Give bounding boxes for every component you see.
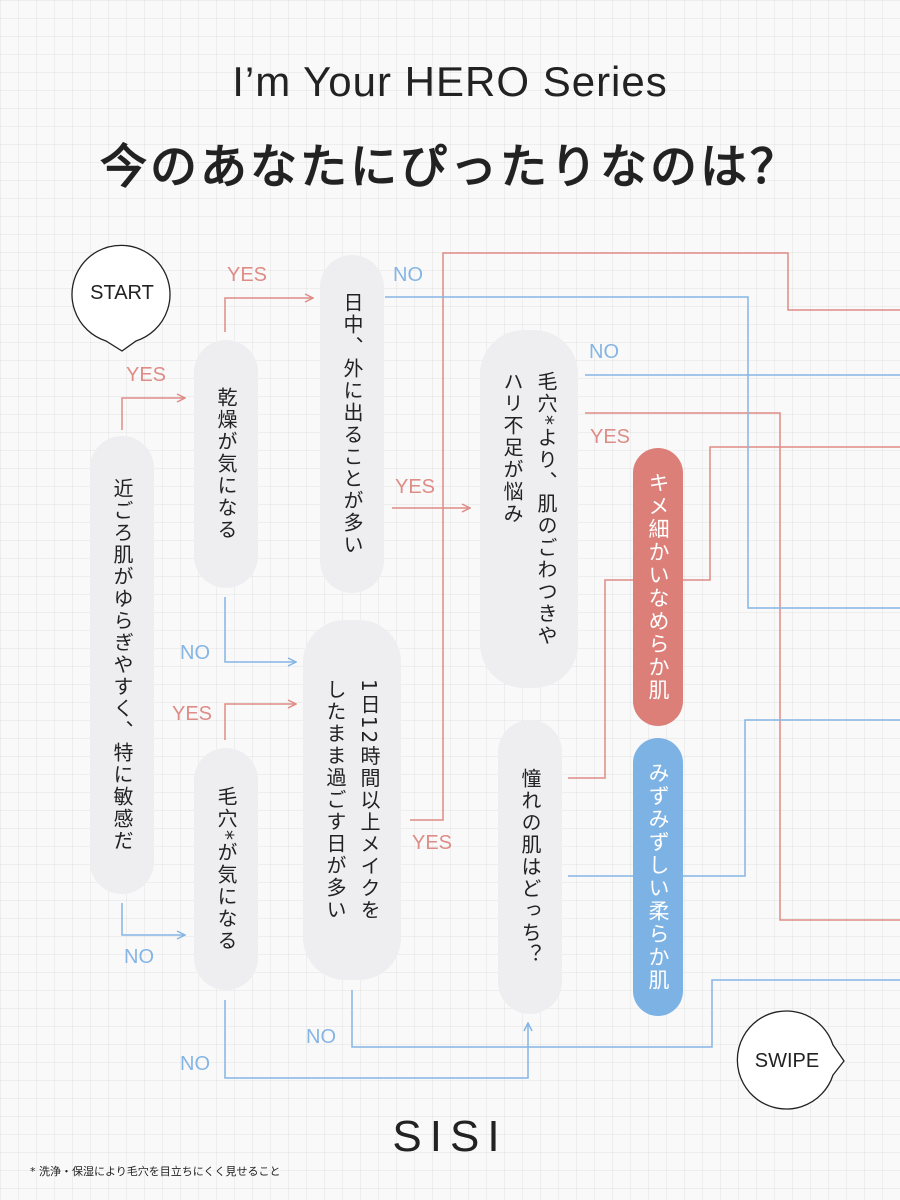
node-q3-text: 毛穴*が気になる bbox=[214, 786, 238, 952]
series-title: I’m Your HERO Series bbox=[232, 58, 668, 105]
result-smooth-skin-text: キメ細かいなめらか肌 bbox=[646, 472, 670, 702]
node-q5: 1日12時間以上メイクを したまま過ごす日が多い bbox=[303, 620, 401, 980]
node-q6-text: 毛穴*より、肌のごわつきや ハリ不足が悩み bbox=[500, 371, 558, 647]
node-q7: 憧れの肌はどっち？ bbox=[498, 720, 562, 1014]
yes-label-q1: YES bbox=[126, 364, 167, 386]
footnote: * 洗浄・保湿により毛穴を目立ちにくく見せること bbox=[30, 1165, 281, 1178]
yes-label-q4: YES bbox=[395, 476, 436, 498]
line-q4-no bbox=[385, 296, 900, 609]
node-q2-text: 乾燥が気になる bbox=[214, 387, 238, 541]
result-smooth-skin: キメ細かいなめらか肌 bbox=[633, 448, 683, 726]
no-label-q3: NO bbox=[180, 1053, 210, 1075]
start-label: START bbox=[90, 282, 154, 304]
line-q3-no bbox=[224, 1000, 528, 1079]
swipe-label: SWIPE bbox=[754, 1050, 820, 1072]
node-q4-text: 日中、外に出ることが多い bbox=[340, 292, 364, 556]
node-q4: 日中、外に出ることが多い bbox=[320, 255, 384, 593]
node-q5-text: 1日12時間以上メイクを したまま過ごす日が多い bbox=[323, 678, 381, 922]
node-q7-text: 憧れの肌はどっち？ bbox=[518, 768, 542, 966]
node-q2: 乾燥が気になる bbox=[194, 340, 258, 588]
line-q5-no bbox=[351, 979, 900, 1048]
line-q1-no bbox=[121, 903, 185, 935]
yes-label-q3: YES bbox=[172, 703, 213, 725]
brand-logo: SISI bbox=[392, 1112, 508, 1161]
node-q1-text: 近ごろ肌がゆらぎやすく、特に敏感だ bbox=[110, 478, 134, 852]
line-q1-yes bbox=[121, 398, 185, 430]
node-q3: 毛穴*が気になる bbox=[194, 748, 258, 990]
result-soft-skin-text: みずみずしい柔らか肌 bbox=[646, 762, 670, 992]
no-label-q4: NO bbox=[393, 264, 423, 286]
start-bubble bbox=[71, 244, 171, 352]
no-label-q5: NO bbox=[306, 1026, 336, 1048]
line-q2-yes bbox=[224, 298, 313, 332]
node-q1: 近ごろ肌がゆらぎやすく、特に敏感だ bbox=[90, 436, 154, 894]
no-label-q1: NO bbox=[124, 946, 154, 968]
no-label-q2: NO bbox=[180, 642, 210, 664]
yes-label-q6: YES bbox=[590, 426, 631, 448]
line-q2-no bbox=[224, 597, 296, 662]
swipe-bubble bbox=[736, 1010, 845, 1110]
line-q6-yes bbox=[585, 412, 900, 921]
line-q5-yes bbox=[410, 252, 900, 821]
no-label-q6: NO bbox=[589, 341, 619, 363]
node-q6: 毛穴*より、肌のごわつきや ハリ不足が悩み bbox=[480, 330, 578, 688]
yes-label-q5: YES bbox=[412, 832, 453, 854]
result-soft-skin: みずみずしい柔らか肌 bbox=[633, 738, 683, 1016]
yes-label-q2: YES bbox=[227, 264, 268, 286]
line-q3-yes bbox=[224, 704, 296, 740]
line-q7-red bbox=[568, 446, 900, 779]
line-q7-blue bbox=[568, 719, 900, 877]
main-question: 今のあなたにぴったりなのは？ bbox=[100, 140, 800, 195]
